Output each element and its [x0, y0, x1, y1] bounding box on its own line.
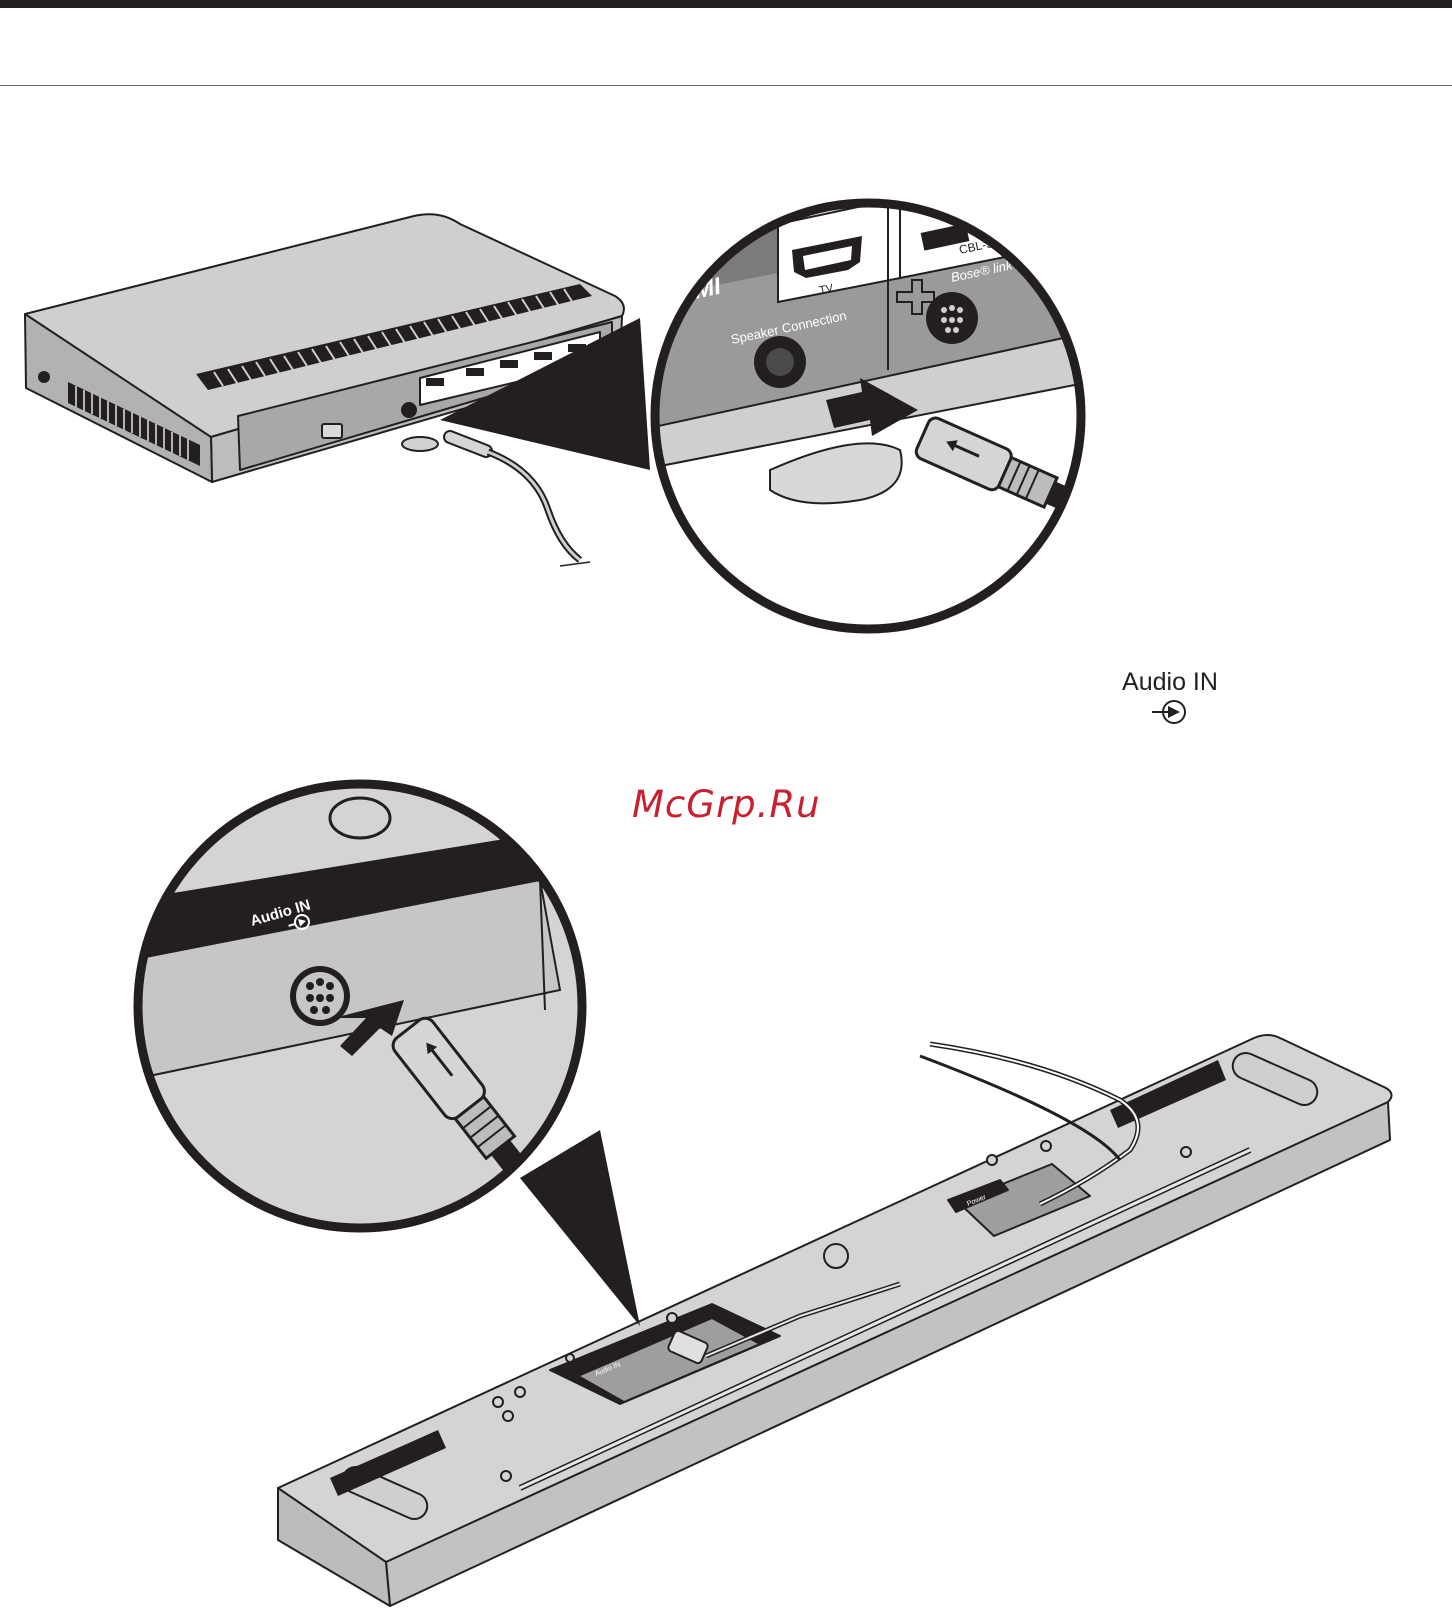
console-zoom-callout: HDMI TV Speaker Connection Bose® link CB… — [640, 156, 1114, 650]
zoom-cone-2 — [520, 1130, 640, 1326]
audio-in-callout: Audio IN — [1100, 668, 1240, 726]
soundbar-zoom-callout: Audio IN — [130, 760, 590, 1240]
watermark: McGrp.Ru — [632, 783, 821, 826]
audio-in-label: Audio IN — [1100, 668, 1240, 696]
audio-input-icon — [1150, 698, 1190, 726]
